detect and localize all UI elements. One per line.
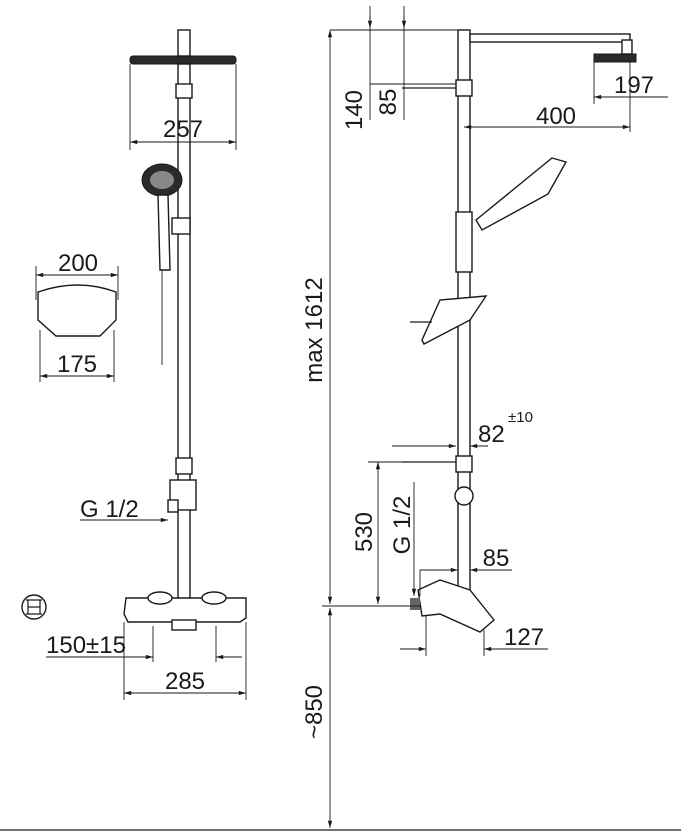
right-handle (201, 591, 227, 605)
shower-arm-connector (177, 29, 191, 57)
thermostat-mixer (123, 597, 247, 623)
side-mixer (417, 579, 495, 633)
pipe-joint (455, 79, 473, 97)
front-view: 257 200 175 G 1/2 150±15 285 (21, 29, 247, 700)
left-handle (147, 591, 173, 605)
hand-shower-handle (157, 194, 171, 271)
dim-lower-bracket-depth: 82 (478, 421, 505, 448)
front-inlet-thread: G 1/2 (80, 496, 139, 523)
dim-max-height: max 1612 (301, 277, 328, 382)
side-inlet (410, 598, 420, 610)
dim-arm-length: 400 (536, 103, 576, 130)
dim-mixer-depth: 85 (483, 545, 510, 572)
dim-mixer-width: 285 (165, 668, 205, 695)
inlet-connector (167, 499, 179, 513)
side-inlet-thread: G 1/2 (389, 496, 416, 555)
pipe-joint (455, 455, 473, 473)
riser-pipe (177, 63, 191, 605)
hand-shower-face (150, 171, 174, 189)
dim-head-width: 257 (163, 116, 203, 143)
pipe-joint (175, 457, 193, 475)
pipe-joint (175, 83, 193, 99)
dim-lower-bracket-tolerance: ±10 (508, 409, 533, 426)
side-hand-shower (475, 157, 568, 231)
dim-head-offset: 140 (341, 90, 368, 130)
shower-arm (469, 33, 631, 43)
dim-mount-width-bottom: 175 (57, 351, 97, 378)
overhead-shower-head (129, 55, 237, 65)
dim-spout-depth: 127 (504, 624, 544, 651)
lower-slide (454, 486, 474, 506)
dim-mount-width-top: 200 (58, 250, 98, 277)
slide-holder (171, 217, 191, 235)
dim-floor-height: ~850 (301, 685, 328, 739)
dim-bracket-height: 530 (351, 512, 378, 552)
head-joint (621, 39, 633, 55)
mount-bracket (37, 284, 117, 337)
side-view: 140 85 400 197 max 1612 82 ±10 530 G 1/2… (301, 6, 668, 828)
dim-inlet-spacing: 150±15 (46, 632, 126, 659)
dim-bracket-offset: 85 (375, 89, 402, 116)
side-overhead-head (593, 53, 637, 63)
shelf (421, 295, 488, 345)
dim-head-size: 197 (614, 72, 654, 99)
spout (171, 619, 197, 631)
side-slide-holder (455, 211, 473, 273)
